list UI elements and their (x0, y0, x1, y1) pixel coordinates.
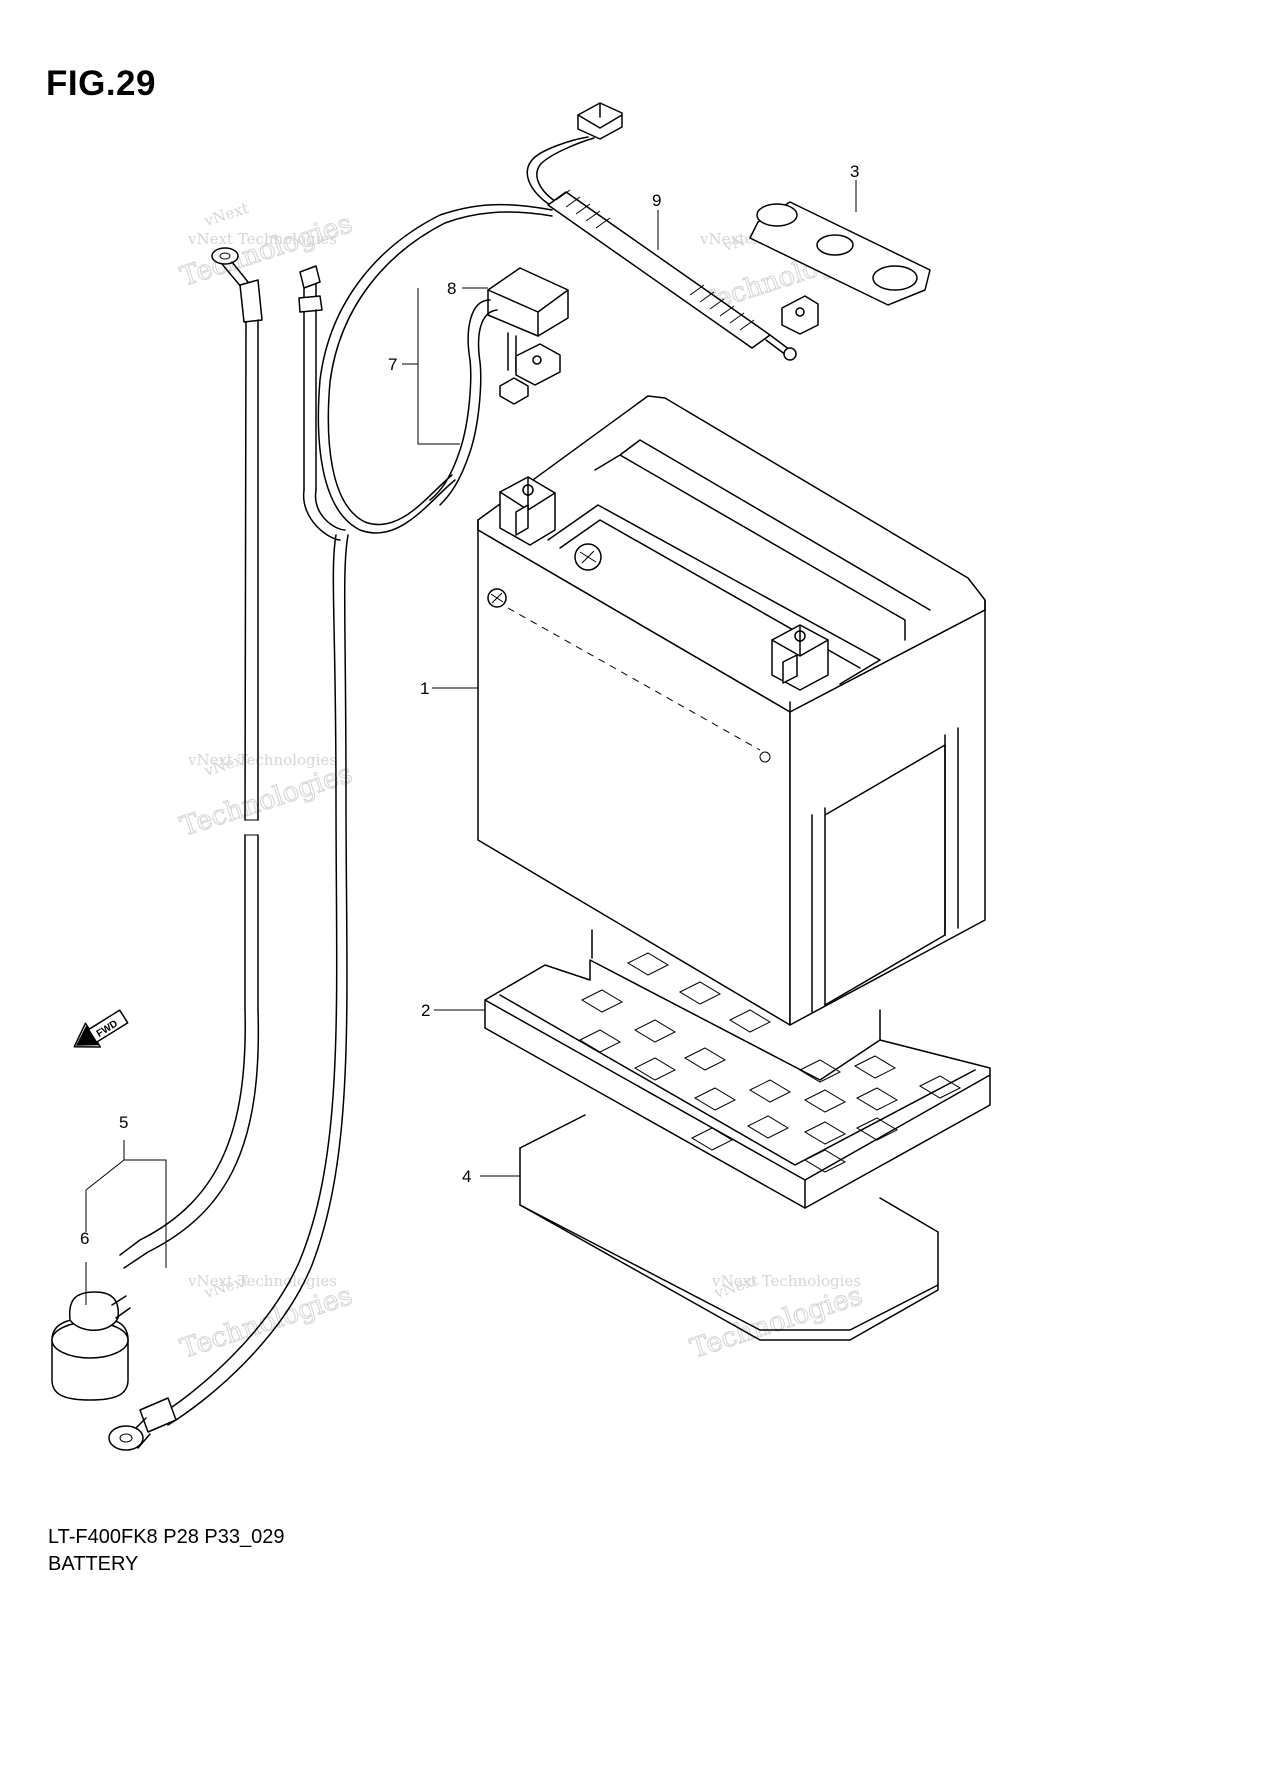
figure-title: FIG.29 (46, 64, 156, 103)
svg-text:Technologies: Technologies (177, 208, 357, 293)
watermark-text-1: vNext Technologies (187, 230, 337, 248)
battery-holder-plate (749, 201, 931, 306)
battery-cable-sensor (317, 102, 819, 534)
callout-9: 9 (652, 191, 661, 210)
watermark-text-5: vNext Technologies (187, 1272, 337, 1290)
battery-pad (519, 1114, 939, 1341)
terminal-cover (51, 1291, 131, 1401)
battery (477, 395, 986, 1026)
tube-ribs (555, 189, 755, 331)
svg-text:Technologies: Technologies (177, 1280, 357, 1365)
fwd-direction-arrow: FWD (73, 1009, 129, 1048)
callout-labels: 1 2 3 4 5 6 7 8 9 (80, 162, 859, 1248)
model-code: LT-F400FK8 P28 P33_029 (48, 1526, 285, 1548)
callout-6: 6 (80, 1229, 89, 1248)
ground-lead (119, 247, 263, 1269)
leader-lines (85, 180, 857, 1305)
callout-5: 5 (119, 1113, 128, 1132)
svg-text:vNext: vNext (201, 199, 250, 230)
tray-vents (578, 952, 962, 1173)
battery-tray (484, 929, 991, 1209)
callout-2: 2 (421, 1001, 430, 1020)
section-name: BATTERY (48, 1553, 139, 1575)
callout-4: 4 (462, 1167, 471, 1186)
starter-lead (108, 265, 349, 1451)
svg-text:Technologies: Technologies (687, 1280, 867, 1365)
callout-7: 7 (388, 355, 397, 374)
watermark-mid-left: vNext Technologies (176, 749, 357, 843)
callout-3: 3 (850, 162, 859, 181)
fuse-holder (429, 267, 569, 506)
watermark-text-6: vNext Technologies (711, 1272, 861, 1290)
watermark-low-right: vNext Technologies (686, 1271, 867, 1365)
svg-text:Technologies: Technologies (177, 758, 357, 843)
callout-8: 8 (447, 279, 456, 298)
callout-1: 1 (420, 679, 429, 698)
watermark-text-3: vNext Technologies (187, 751, 337, 769)
